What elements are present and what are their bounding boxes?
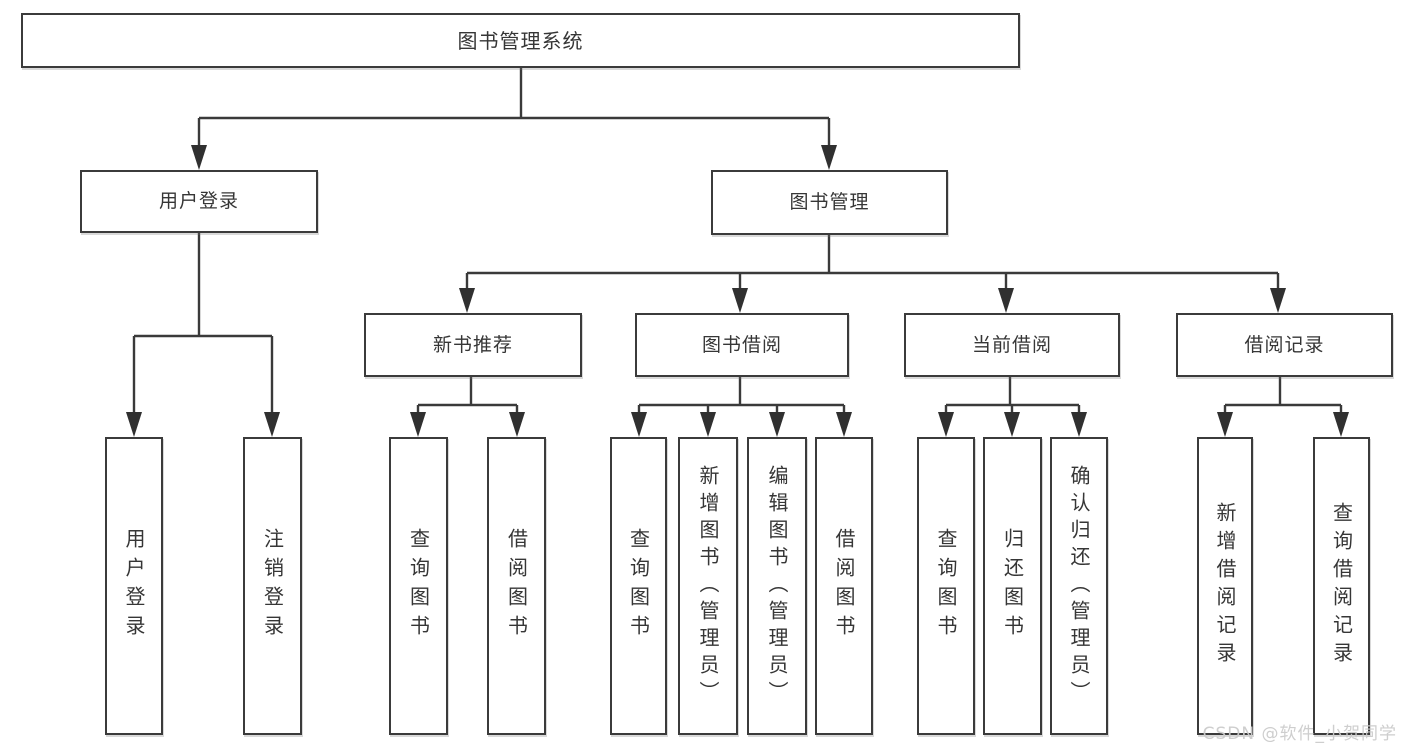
leaf-query-borrow-record: 查询借阅记录 [1313,437,1370,735]
leaf-query-books-current: 查询图书 [917,437,975,735]
connector-root-to-branches [191,68,837,170]
connector-new-book-recommend-children [410,377,525,437]
leaf-edit-book-admin: 编辑图书（管理员） [747,437,807,735]
node-library-management-system: 图书管理系统 [21,13,1020,68]
leaf-query-books-borrow: 查询图书 [610,437,667,735]
leaf-logout: 注销登录 [243,437,302,735]
node-current-borrow: 当前借阅 [904,313,1120,377]
node-borrow-records: 借阅记录 [1176,313,1393,377]
node-book-management: 图书管理 [711,170,948,235]
csdn-watermark: CSDN @软件_小贺同学 [1202,724,1397,744]
connector-book-management-children [459,235,1286,313]
node-user-login: 用户登录 [80,170,318,233]
connector-current-borrow-children [938,377,1087,437]
leaf-confirm-return-admin: 确认归还（管理员） [1050,437,1108,735]
node-new-book-recommend: 新书推荐 [364,313,582,377]
leaf-add-book-admin: 新增图书（管理员） [678,437,738,735]
connector-book-borrow-children [631,377,852,437]
leaf-borrow-books: 借阅图书 [815,437,873,735]
leaf-user-login: 用户登录 [105,437,163,735]
leaf-query-books-recommend: 查询图书 [389,437,448,735]
leaf-add-borrow-record: 新增借阅记录 [1197,437,1253,735]
connector-user-login-children [126,233,280,437]
leaf-borrow-books-recommend: 借阅图书 [487,437,546,735]
connector-borrow-records-children [1217,377,1349,437]
leaf-return-book: 归还图书 [983,437,1042,735]
node-book-borrow: 图书借阅 [635,313,849,377]
